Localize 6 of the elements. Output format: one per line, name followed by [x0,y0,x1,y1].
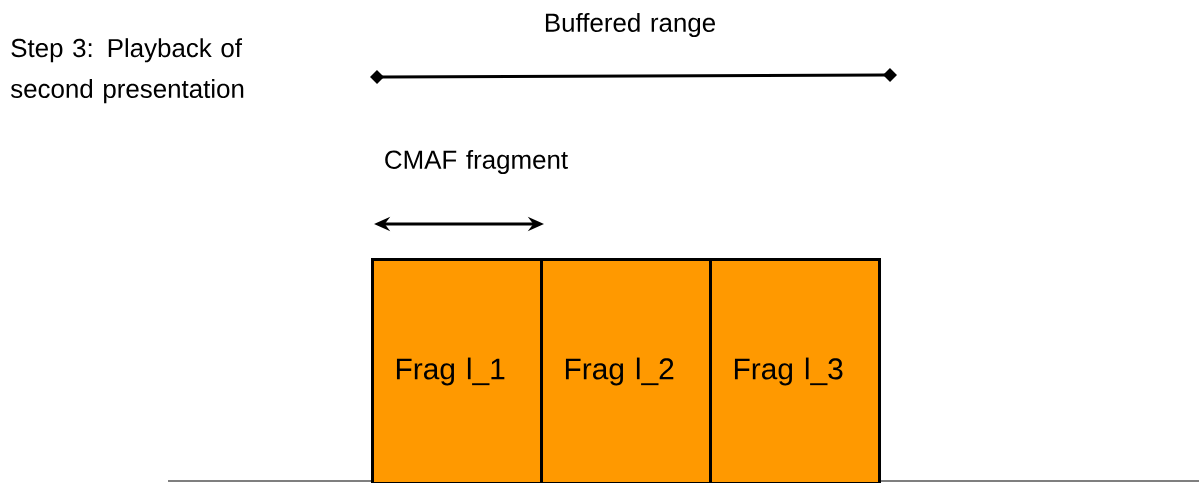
text-label: Step 3: Playback of second presentation [10,38,244,104]
text-label: CMAF fragment [385,149,568,175]
text-label: Buffered range [545,12,715,38]
fragment-box: Frag l_3 [709,258,881,483]
fragment-box: Frag l_2 [540,258,712,483]
fragment-box: Frag l_1 [371,258,543,483]
